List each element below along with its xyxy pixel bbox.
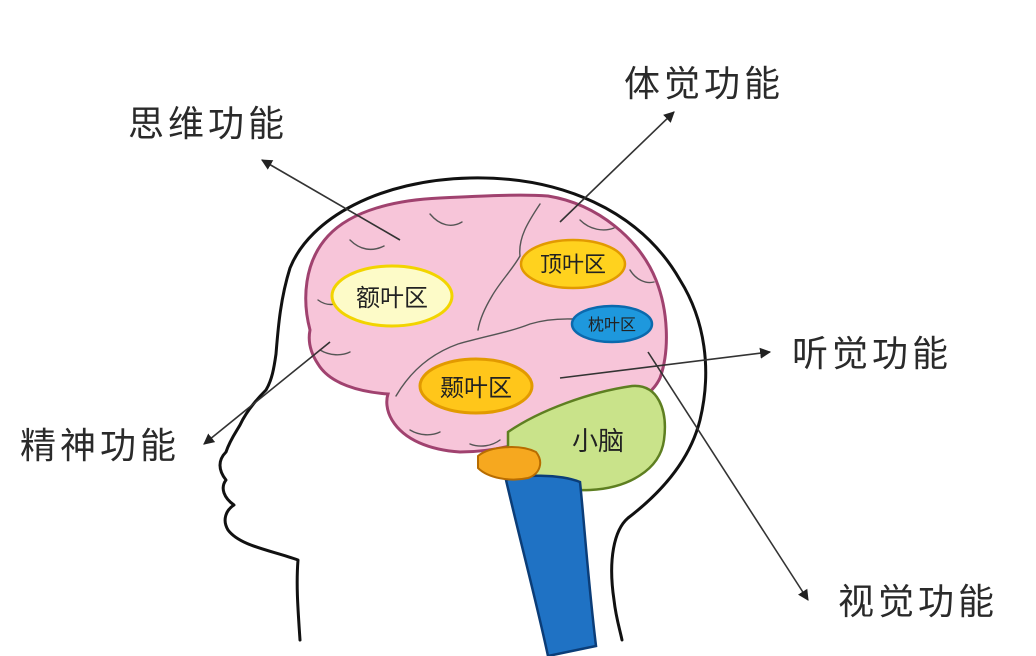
parietal-lobe-region [519, 238, 627, 290]
parietal-lobe-label: 顶叶区 [540, 253, 606, 278]
gyrus-fold-1 [349, 239, 385, 251]
head-profile-outline [218, 176, 708, 642]
auditory-arrow [559, 347, 772, 379]
visual-arrow [647, 351, 809, 601]
frontal-lobe-label: 额叶区 [356, 284, 428, 312]
occipital-lobe-label: 枕叶区 [588, 315, 636, 334]
sensory-arrow [559, 111, 675, 223]
gyrus-fold-4 [319, 349, 351, 356]
sensory-function-label: 体觉功能 [624, 64, 784, 105]
mental-arrow [203, 341, 331, 445]
gyrus-fold-8 [469, 439, 501, 447]
central-sulcus [477, 203, 541, 331]
gyrus-fold-5 [579, 219, 615, 231]
brainstem [504, 474, 598, 656]
gyrus-fold-2 [429, 213, 463, 226]
cerebellum-label: 小脑 [572, 427, 624, 457]
visual-function-label: 视觉功能 [838, 582, 998, 623]
thinking-function-label: 思维功能 [128, 104, 288, 145]
temporal-lobe-label: 颞叶区 [440, 374, 512, 402]
frontal-lobe-region [330, 264, 454, 328]
mental-function-label: 精神功能 [20, 426, 180, 467]
thinking-arrow [261, 159, 401, 241]
temporal-lobe-region [418, 357, 534, 415]
gyrus-fold-7 [409, 429, 441, 436]
gyrus-fold-6 [629, 269, 655, 284]
auditory-function-label: 听觉功能 [792, 334, 952, 375]
occipital-lobe-region [570, 304, 654, 344]
pons [477, 446, 542, 481]
